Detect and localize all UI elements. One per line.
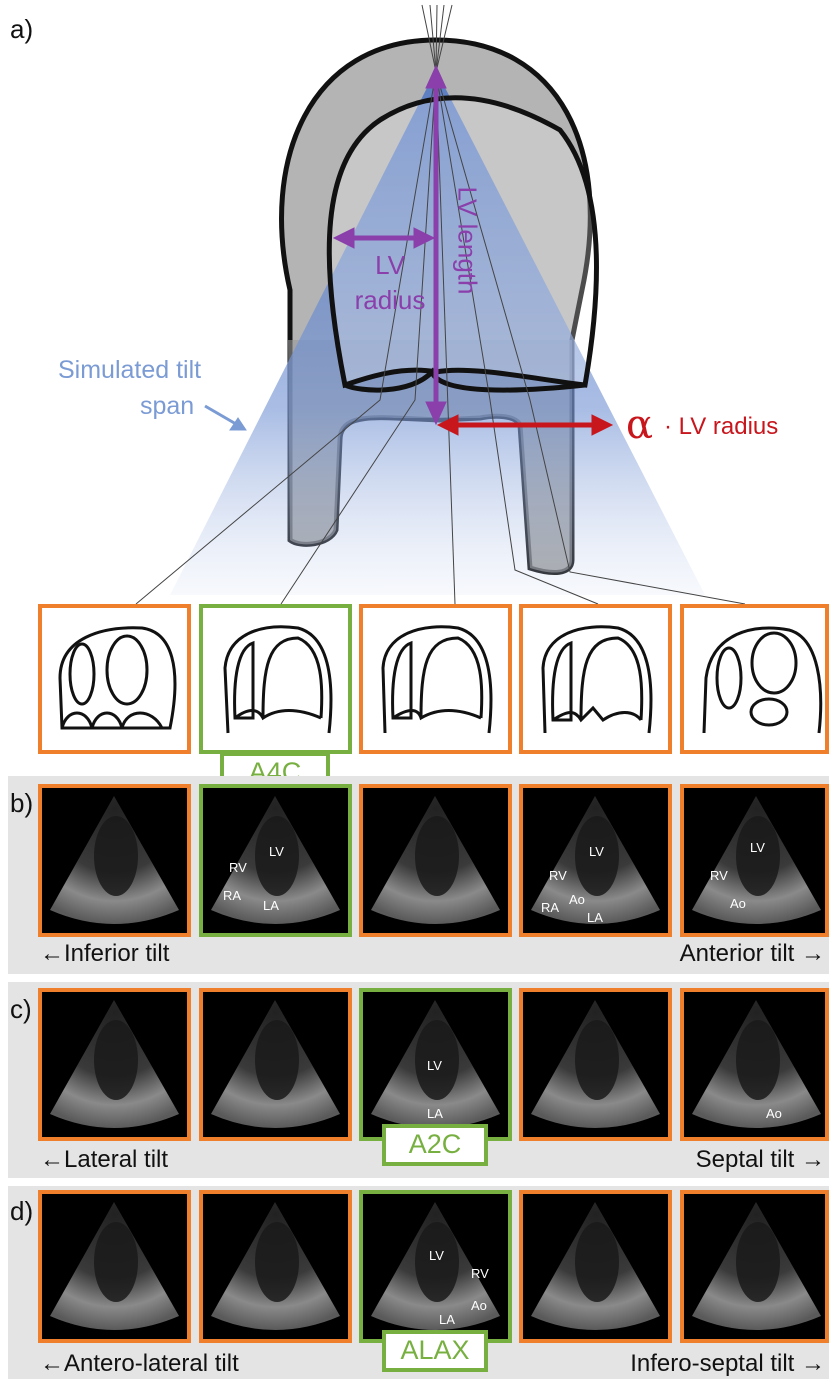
echo-label: Ao [471, 1298, 487, 1313]
ultrasound-cone [42, 788, 187, 933]
echo-label: LA [263, 898, 279, 913]
echo-label: RV [471, 1266, 489, 1281]
echo-d-4 [519, 1190, 672, 1343]
echo-c-2 [199, 988, 352, 1141]
ultrasound-cone [523, 992, 668, 1137]
echo-label: RV [549, 868, 567, 883]
lv-length-label: LV length [452, 176, 483, 306]
panel-label-c: c) [10, 994, 32, 1025]
sim-slice-5 [680, 604, 829, 754]
echo-label: RA [223, 888, 241, 903]
tilt-span-pointer [205, 406, 246, 430]
view-tag-a2c: A2C [382, 1124, 488, 1166]
lv-radius-label-line2: radius [335, 285, 445, 316]
ultrasound-cone [684, 788, 829, 933]
echo-label: LA [439, 1312, 455, 1327]
alpha-text: · LV radius [664, 413, 778, 441]
ultrasound-cone [684, 992, 829, 1137]
sim-slice-3 [359, 604, 512, 754]
panel-label-b: b) [10, 788, 33, 819]
echo-d-5 [680, 1190, 829, 1343]
echo-b-2: RV LV RA LA [199, 784, 352, 937]
echo-d-2 [199, 1190, 352, 1343]
echo-d-1 [38, 1190, 191, 1343]
caption-d-left: ←Antero-lateral tilt [40, 1350, 239, 1378]
echo-label: Ao [569, 892, 585, 907]
tilt-span-label-line2: span [140, 392, 194, 421]
echo-label: RV [710, 868, 728, 883]
echo-c-4 [519, 988, 672, 1141]
echo-label: LV [429, 1248, 444, 1263]
alpha-symbol: α [626, 402, 653, 448]
ultrasound-cone [203, 1194, 348, 1339]
sim-slice-1 [38, 604, 191, 754]
panel-label-d: d) [10, 1196, 33, 1227]
echo-label: Ao [766, 1106, 782, 1121]
caption-b-left: ←Inferior tilt [40, 940, 169, 968]
ultrasound-cone [42, 1194, 187, 1339]
echo-b-1 [38, 784, 191, 937]
ultrasound-cone [684, 1194, 829, 1339]
echo-c-3: LV LA [359, 988, 512, 1141]
echo-b-3 [359, 784, 512, 937]
view-tag-alax: ALAX [382, 1330, 488, 1372]
ultrasound-cone [42, 992, 187, 1137]
echo-label: Ao [730, 896, 746, 911]
tilt-span-label-line1: Simulated tilt [58, 356, 201, 385]
caption-c-left: ←Lateral tilt [40, 1146, 168, 1174]
echo-label: LV [269, 844, 284, 859]
echo-label: RA [541, 900, 559, 915]
echo-label: LV [427, 1058, 442, 1073]
sim-slice-2 [199, 604, 352, 754]
lv-radius-label-line1: LV [350, 250, 430, 281]
ultrasound-cone [523, 1194, 668, 1339]
caption-c-right: Septal tilt → [696, 1146, 825, 1174]
echo-label: LA [587, 910, 603, 925]
echo-label: LV [750, 840, 765, 855]
echo-label: LV [589, 844, 604, 859]
caption-b-right: Anterior tilt → [680, 940, 825, 968]
echo-c-5: Ao [680, 988, 829, 1141]
ultrasound-cone [363, 788, 508, 933]
ultrasound-cone [203, 992, 348, 1137]
echo-b-4: RV LV RA Ao LA [519, 784, 672, 937]
echo-c-1 [38, 988, 191, 1141]
caption-d-right: Infero-septal tilt → [630, 1350, 825, 1378]
echo-b-5: LV RV Ao [680, 784, 829, 937]
echo-label: LA [427, 1106, 443, 1121]
echo-label: RV [229, 860, 247, 875]
echo-d-3: LV RV LA Ao [359, 1190, 512, 1343]
sim-slice-4 [519, 604, 672, 754]
